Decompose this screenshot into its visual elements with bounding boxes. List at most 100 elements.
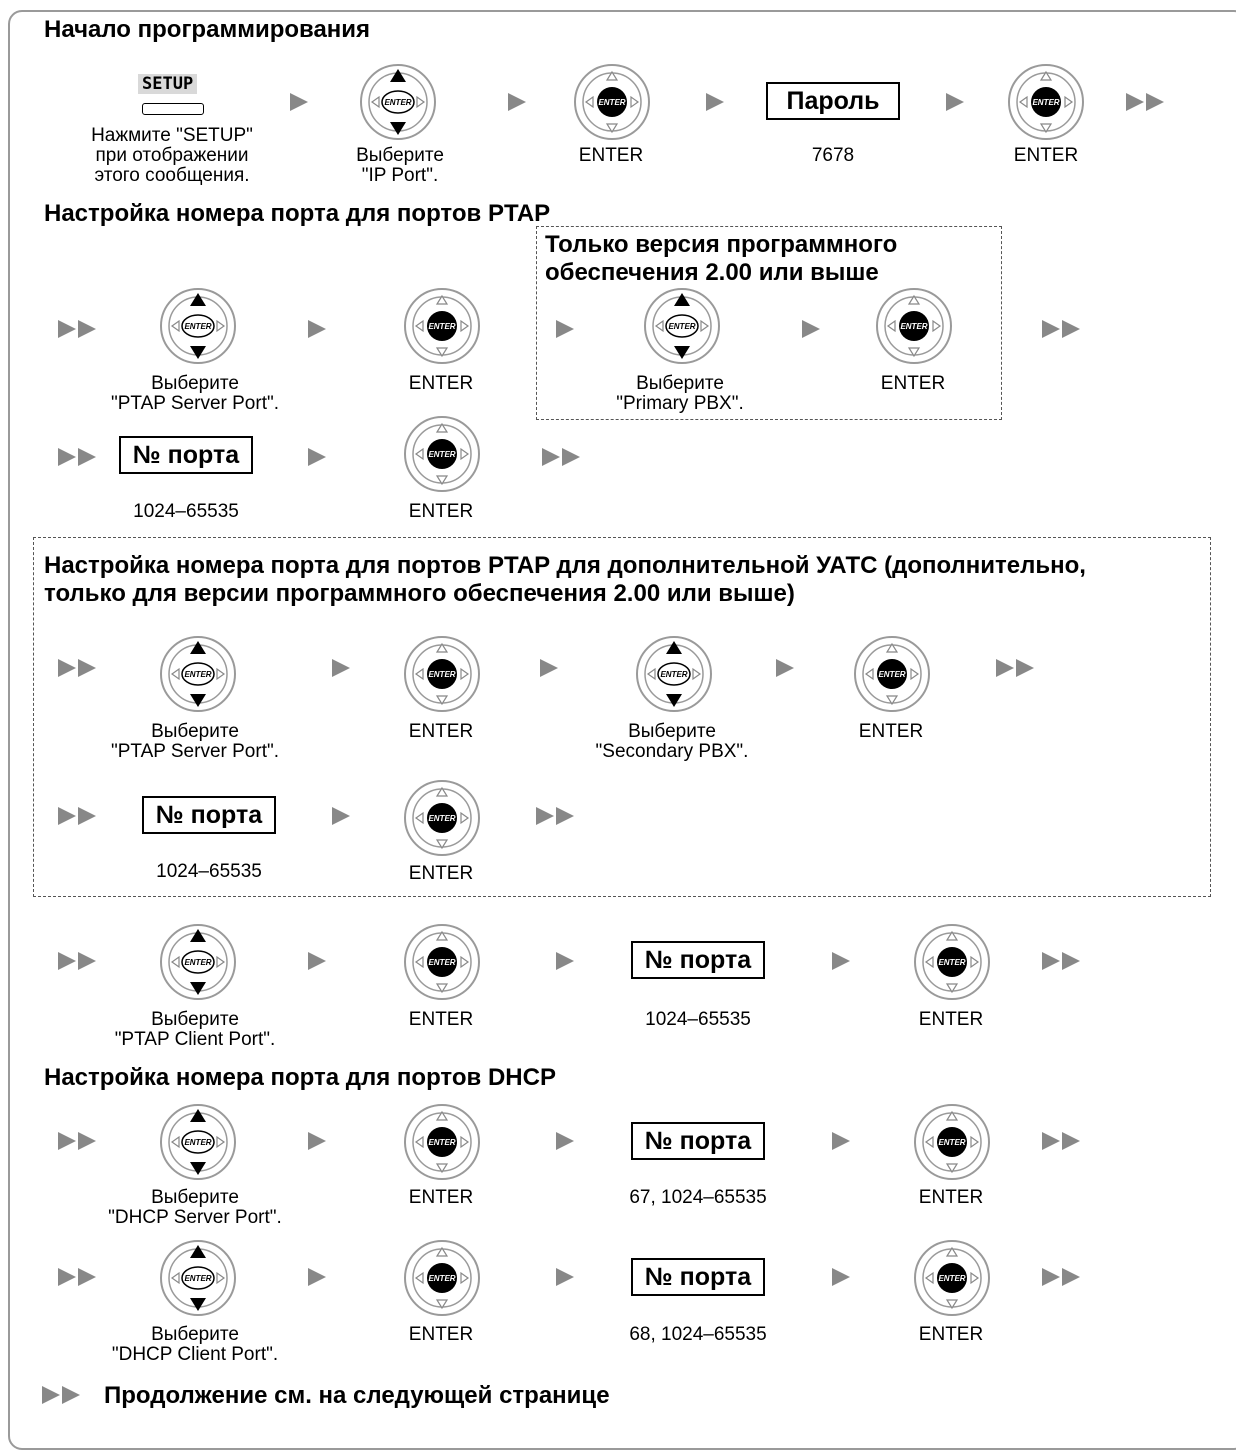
svg-text:ENTER: ENTER	[428, 814, 455, 823]
enter-key-icon[interactable]: ENTER	[402, 286, 482, 371]
label-enter: ENTER	[408, 1324, 474, 1345]
next-arrow-icon	[288, 91, 310, 118]
label-dhcp-server-range: 67, 1024–65535	[629, 1187, 767, 1208]
enter-key-icon[interactable]: ENTER	[402, 634, 482, 719]
svg-text:ENTER: ENTER	[428, 670, 455, 679]
label-enter: ENTER	[408, 501, 474, 522]
svg-text:ENTER: ENTER	[184, 1138, 211, 1147]
continue-arrow-icon	[40, 1384, 84, 1411]
nav-key-select-icon[interactable]: ENTER	[158, 286, 238, 371]
next-arrow-icon	[554, 1266, 576, 1293]
nav-key-select-icon[interactable]: ENTER	[158, 1102, 238, 1187]
svg-text:ENTER: ENTER	[938, 1274, 965, 1283]
next-arrow-icon	[554, 1130, 576, 1157]
svg-text:ENTER: ENTER	[184, 670, 211, 679]
nav-key-select-icon[interactable]: ENTER	[358, 62, 438, 147]
enter-key-icon[interactable]: ENTER	[572, 62, 652, 147]
heading-version-only: Только версия программного обеспечения 2…	[545, 231, 898, 286]
setup-button[interactable]	[142, 103, 204, 115]
next-arrow-icon	[944, 91, 966, 118]
heading-dhcp: Настройка номера порта для портов DHCP	[44, 1064, 556, 1091]
port-number-box: № порта	[142, 796, 276, 834]
enter-key-icon[interactable]: ENTER	[912, 1102, 992, 1187]
svg-text:ENTER: ENTER	[598, 98, 625, 107]
svg-text:ENTER: ENTER	[938, 958, 965, 967]
nav-key-select-icon[interactable]: ENTER	[642, 286, 722, 371]
label-select-ptap-server: Выберите "PTAP Server Port".	[110, 721, 280, 762]
svg-text:ENTER: ENTER	[878, 670, 905, 679]
label-select-dhcp-client: Выберите "DHCP Client Port".	[111, 1324, 279, 1365]
continue-arrow-icon	[534, 805, 578, 832]
enter-key-icon[interactable]: ENTER	[402, 1238, 482, 1323]
nav-key-select-icon[interactable]: ENTER	[158, 634, 238, 719]
continue-arrow-icon	[1040, 950, 1084, 977]
svg-text:ENTER: ENTER	[428, 1138, 455, 1147]
label-dhcp-client-range: 68, 1024–65535	[629, 1324, 767, 1345]
continue-arrow-icon	[56, 657, 100, 684]
nav-key-select-icon[interactable]: ENTER	[634, 634, 714, 719]
next-arrow-icon	[830, 950, 852, 977]
continue-arrow-icon	[1040, 318, 1084, 345]
svg-text:ENTER: ENTER	[184, 958, 211, 967]
label-enter: ENTER	[408, 863, 474, 884]
svg-text:ENTER: ENTER	[668, 322, 695, 331]
next-arrow-icon	[306, 318, 328, 345]
nav-key-select-icon[interactable]: ENTER	[158, 922, 238, 1007]
next-arrow-icon	[306, 446, 328, 473]
next-arrow-icon	[330, 657, 352, 684]
enter-key-icon[interactable]: ENTER	[1006, 62, 1086, 147]
port-number-box: № порта	[631, 1122, 765, 1160]
next-arrow-icon	[506, 91, 528, 118]
next-arrow-icon	[830, 1266, 852, 1293]
enter-key-icon[interactable]: ENTER	[402, 1102, 482, 1187]
enter-key-icon[interactable]: ENTER	[402, 922, 482, 1007]
label-select-secondary: Выберите "Secondary PBX".	[595, 721, 749, 762]
continue-arrow-icon	[994, 657, 1038, 684]
continue-arrow-icon	[56, 1266, 100, 1293]
continue-arrow-icon	[56, 446, 100, 473]
enter-key-icon[interactable]: ENTER	[852, 634, 932, 719]
next-arrow-icon	[704, 91, 726, 118]
svg-text:ENTER: ENTER	[184, 322, 211, 331]
label-enter: ENTER	[408, 373, 474, 394]
enter-key-icon[interactable]: ENTER	[912, 1238, 992, 1323]
continue-arrow-icon	[56, 1130, 100, 1157]
label-enter: ENTER	[880, 373, 946, 394]
next-arrow-icon	[554, 950, 576, 977]
label-port-range: 1024–65535	[156, 861, 262, 882]
label-select-ptap-client: Выберите "PTAP Client Port".	[114, 1009, 276, 1050]
label-enter: ENTER	[918, 1187, 984, 1208]
enter-key-icon[interactable]: ENTER	[874, 286, 954, 371]
continue-arrow-icon	[1040, 1266, 1084, 1293]
label-enter: ENTER	[918, 1009, 984, 1030]
label-select-ptap-server: Выберите "PTAP Server Port".	[110, 373, 280, 414]
heading-continue: Продолжение см. на следующей странице	[104, 1382, 610, 1409]
port-number-box: № порта	[631, 941, 765, 979]
svg-text:ENTER: ENTER	[184, 1274, 211, 1283]
next-arrow-icon	[800, 318, 822, 345]
svg-text:ENTER: ENTER	[428, 322, 455, 331]
label-enter: ENTER	[578, 145, 644, 166]
svg-text:ENTER: ENTER	[428, 450, 455, 459]
enter-key-icon[interactable]: ENTER	[402, 414, 482, 499]
svg-text:ENTER: ENTER	[384, 98, 411, 107]
svg-text:ENTER: ENTER	[1032, 98, 1059, 107]
version-only-box	[536, 226, 1002, 420]
heading-secondary-pbx: Настройка номера порта для портов PTAP д…	[44, 552, 1086, 607]
label-enter: ENTER	[1013, 145, 1079, 166]
continue-arrow-icon	[1040, 1130, 1084, 1157]
enter-key-icon[interactable]: ENTER	[912, 922, 992, 1007]
label-press-setup: Нажмите "SETUP" при отображении этого со…	[91, 125, 253, 186]
heading-ptap: Настройка номера порта для портов PTAP	[44, 200, 551, 227]
enter-key-icon[interactable]: ENTER	[402, 778, 482, 863]
port-number-box: № порта	[119, 436, 253, 474]
continue-arrow-icon	[540, 446, 584, 473]
next-arrow-icon	[306, 950, 328, 977]
continue-arrow-icon	[56, 318, 100, 345]
heading-start: Начало программирования	[44, 16, 371, 43]
nav-key-select-icon[interactable]: ENTER	[158, 1238, 238, 1323]
svg-text:ENTER: ENTER	[428, 1274, 455, 1283]
svg-text:ENTER: ENTER	[428, 958, 455, 967]
port-number-box: № порта	[631, 1258, 765, 1296]
label-enter: ENTER	[858, 721, 924, 742]
